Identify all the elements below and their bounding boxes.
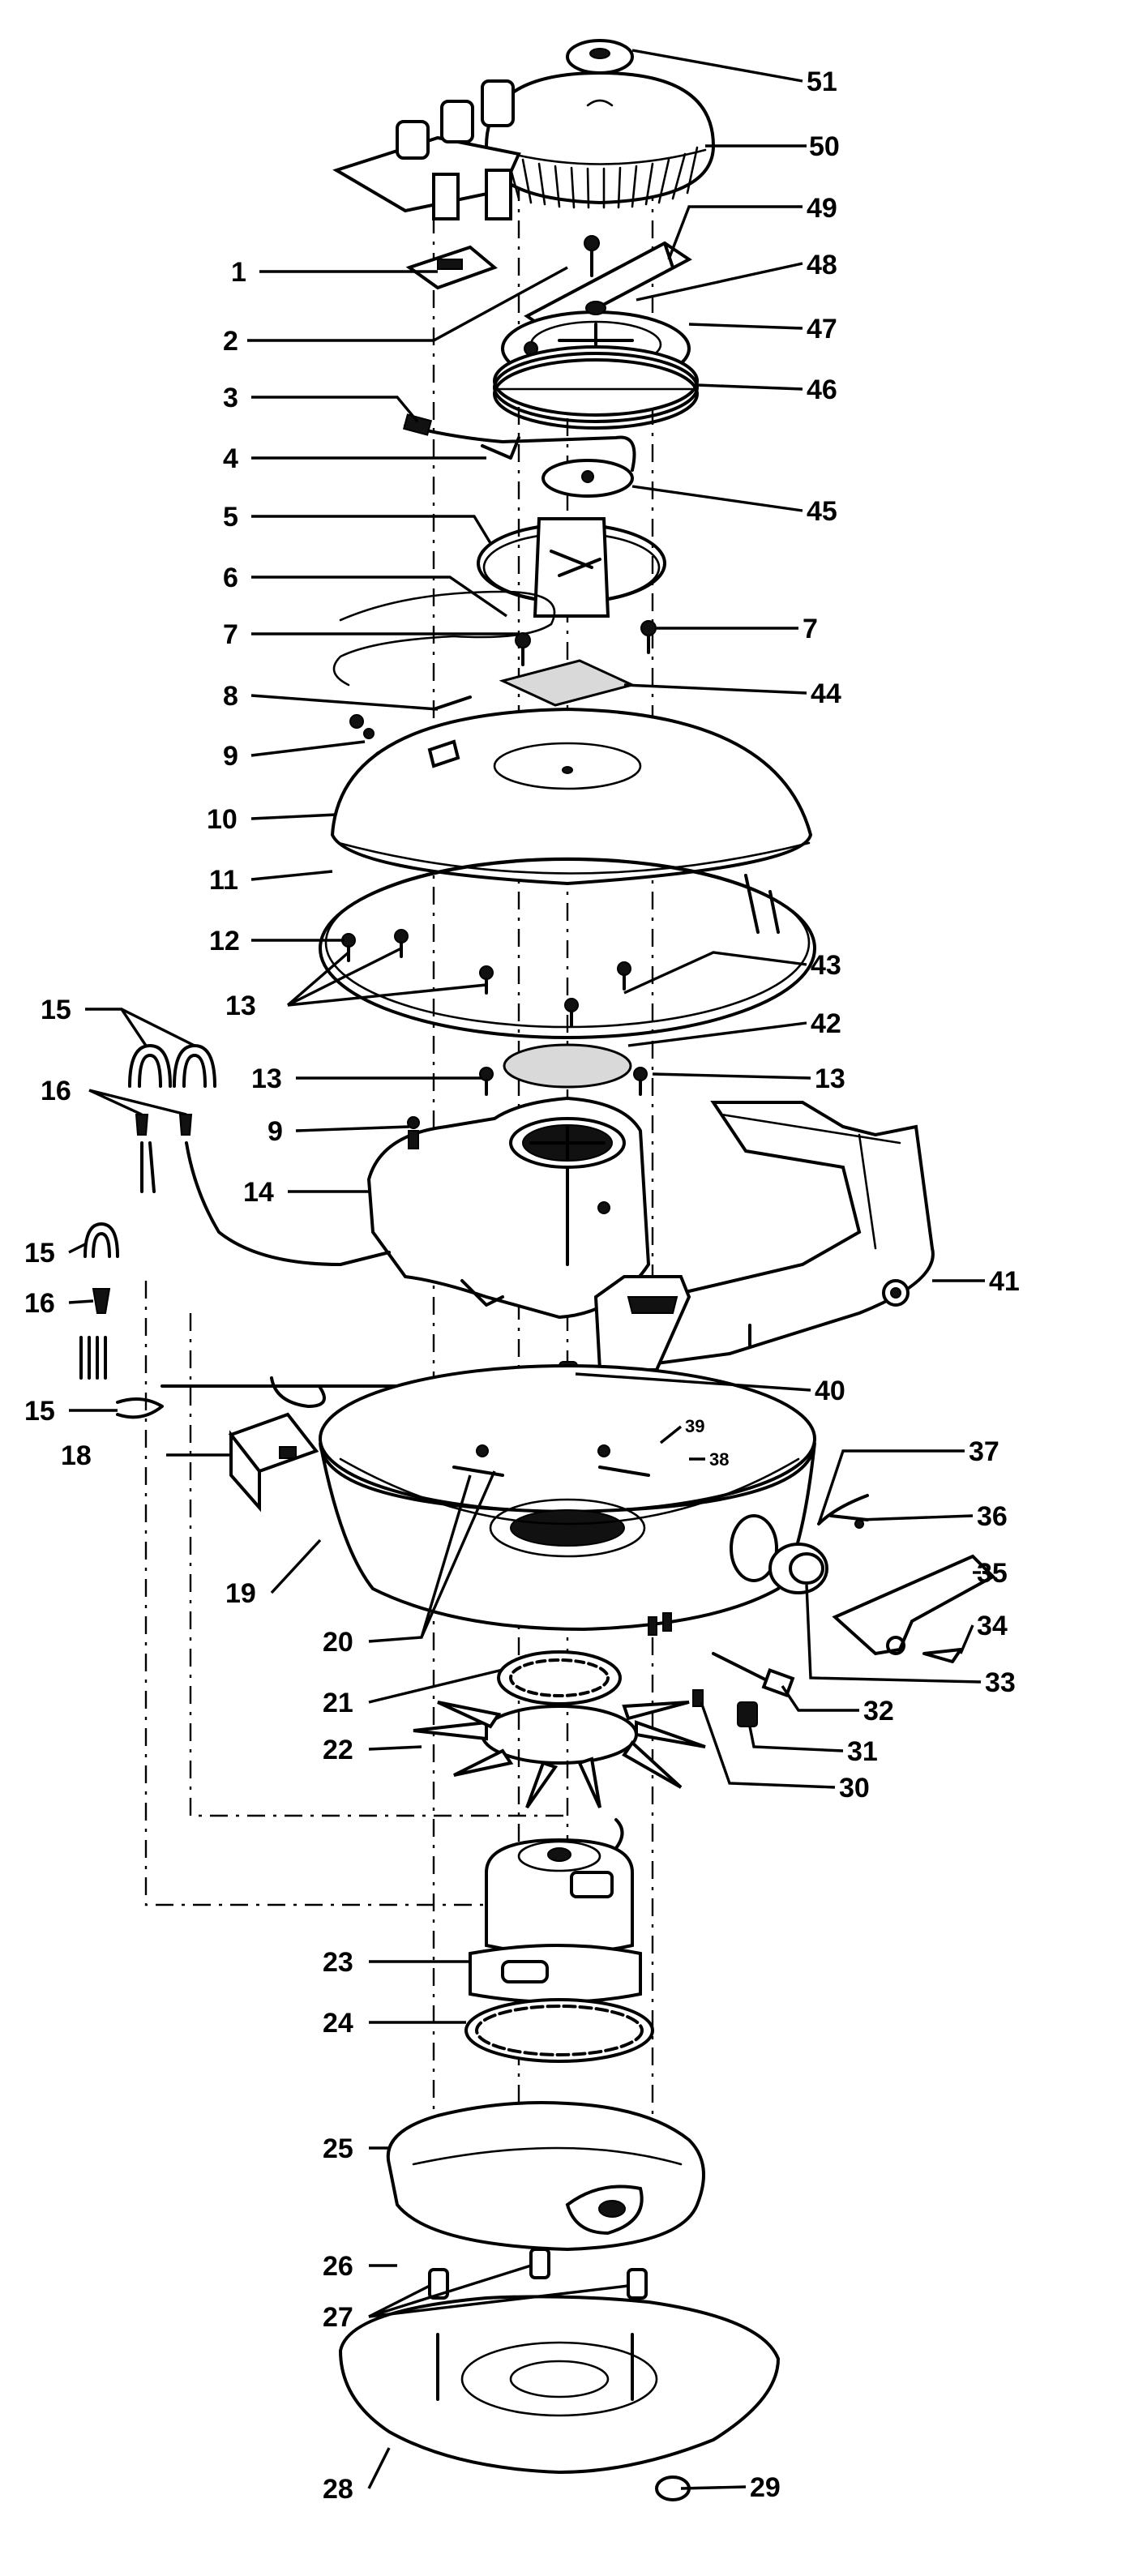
- part-14-fan-housing: [366, 1096, 651, 1320]
- callout-27: 27: [323, 2302, 353, 2333]
- part-35-latch: [832, 1554, 996, 1656]
- callout-45: 45: [807, 496, 837, 527]
- callout-8: 8: [223, 681, 238, 712]
- callout-34: 34: [977, 1611, 1008, 1641]
- part-21-gasket-ring: [497, 1650, 622, 1705]
- callout-29: 29: [750, 2472, 781, 2503]
- callout-33: 33: [985, 1667, 1016, 1698]
- callout-4: 4: [223, 443, 238, 474]
- part-12-gasket: [319, 857, 816, 1039]
- part-27-spacers: [428, 2248, 648, 2300]
- callout-13-left: 13: [225, 991, 256, 1021]
- part-32-connector: [712, 1652, 795, 1698]
- part-44-pad: [499, 659, 636, 707]
- callout-9-lower: 9: [268, 1116, 283, 1147]
- part-31-fuse: [737, 1701, 758, 1727]
- callout-16-mid: 16: [24, 1288, 55, 1319]
- part-46-coil-ring: [493, 345, 699, 430]
- callout-23: 23: [323, 1947, 353, 1978]
- callout-28: 28: [323, 2474, 353, 2505]
- callout-13-right: 13: [815, 1063, 845, 1094]
- part-23-motor: [469, 1818, 642, 2004]
- part-7-screws: [515, 620, 657, 666]
- callout-26: 26: [323, 2251, 353, 2282]
- callout-15-top: 15: [41, 995, 71, 1025]
- part-6-wire-loop: [332, 590, 556, 687]
- part-5-retainer-ring: [477, 517, 666, 618]
- callout-14: 14: [243, 1177, 274, 1208]
- callout-16-top: 16: [41, 1076, 71, 1106]
- part-45-clip: [541, 459, 634, 498]
- part-34-clip: [922, 1648, 962, 1663]
- part-28-caster-base: [338, 2295, 781, 2475]
- part-18-terminal-block: [228, 1412, 319, 1513]
- callout-24: 24: [323, 2008, 353, 2039]
- callout-7-right: 7: [803, 614, 818, 644]
- callout-49: 49: [807, 193, 837, 224]
- part-3-4-lead-wire: [402, 413, 636, 472]
- callout-20: 20: [323, 1627, 353, 1658]
- callout-18: 18: [61, 1440, 92, 1471]
- callout-labels: 51 50 49 48 47 46 45 7 44 43 42 13 41 40…: [24, 66, 1020, 2505]
- part-42-filter-disc: [503, 1043, 632, 1089]
- callout-31: 31: [847, 1736, 878, 1767]
- callout-43: 43: [811, 950, 841, 981]
- callout-11: 11: [209, 865, 238, 896]
- callout-6: 6: [223, 563, 238, 593]
- callout-12: 12: [209, 926, 240, 956]
- callout-5: 5: [223, 502, 238, 533]
- part-22-star-bracket: [413, 1701, 706, 1809]
- part-50-top-dome: [332, 71, 716, 220]
- callout-44: 44: [811, 678, 841, 709]
- callout-39: 39: [685, 1416, 704, 1436]
- callout-51: 51: [807, 66, 837, 97]
- part-33-switch-knob: [730, 1514, 828, 1594]
- callout-37: 37: [969, 1436, 999, 1467]
- callout-25: 25: [323, 2133, 353, 2164]
- callout-40: 40: [815, 1376, 845, 1406]
- part-24-scalloped-gasket: [464, 1998, 654, 2063]
- callout-35: 35: [977, 1558, 1008, 1589]
- part-25-base-plate: [386, 2101, 705, 2252]
- callout-42: 42: [811, 1008, 841, 1039]
- callout-13-mid: 13: [251, 1063, 282, 1094]
- part-11-lid: [330, 707, 813, 886]
- callout-21: 21: [323, 1688, 353, 1718]
- part-15-16-wire-clips: [79, 1044, 504, 1419]
- callout-36: 36: [977, 1501, 1008, 1532]
- part-51-cap: [566, 39, 634, 75]
- callout-22: 22: [323, 1735, 353, 1765]
- part-9-lower-fitting: [407, 1116, 420, 1149]
- callout-19: 19: [225, 1578, 256, 1609]
- part-8-pin: [432, 695, 472, 711]
- dome-grille: [505, 146, 699, 209]
- callout-15-low: 15: [24, 1396, 55, 1427]
- part-30-contacts: [648, 1612, 704, 1707]
- leader-lines: [68, 49, 985, 2490]
- callout-32: 32: [863, 1696, 894, 1727]
- callout-50: 50: [809, 131, 840, 162]
- callout-46: 46: [807, 374, 837, 405]
- part-2-screw: [584, 235, 600, 277]
- callout-2: 2: [223, 326, 238, 357]
- callout-10: 10: [207, 804, 238, 835]
- part-19-bowl: [319, 1364, 816, 1632]
- callout-47: 47: [807, 314, 837, 344]
- callout-41: 41: [989, 1266, 1020, 1297]
- callout-9-upper: 9: [223, 741, 238, 772]
- callout-3: 3: [223, 383, 238, 413]
- callout-38: 38: [709, 1449, 729, 1470]
- callout-48: 48: [807, 250, 837, 280]
- callout-7-left: 7: [223, 619, 238, 650]
- callout-15-mid: 15: [24, 1238, 55, 1269]
- callout-30: 30: [839, 1773, 870, 1804]
- part-1-switch-plate: [405, 245, 498, 290]
- callout-1: 1: [231, 257, 246, 288]
